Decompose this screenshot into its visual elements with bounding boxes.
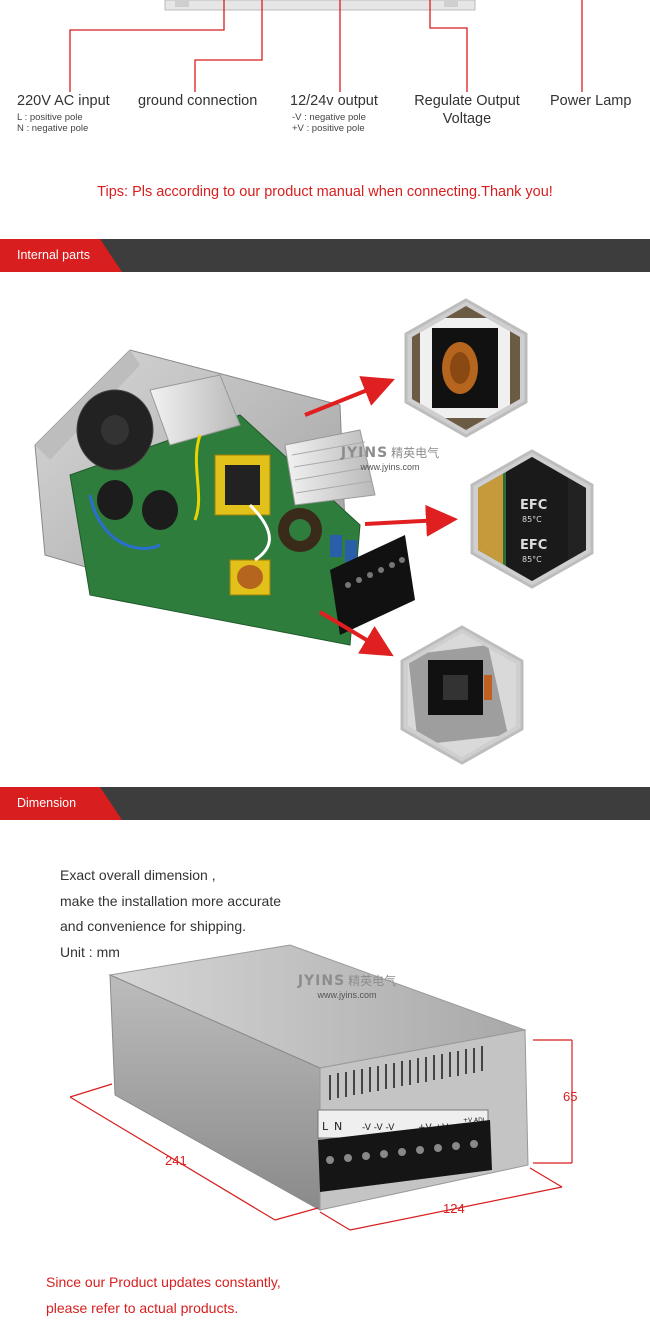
ac-input-l-note: L : positive pole (17, 112, 83, 123)
capacitor-brand-2: EFC (520, 538, 547, 553)
hex-closeup-coil (404, 298, 528, 438)
terminal-adj: +V ADJ (463, 1117, 485, 1124)
brand-name: JYINS (340, 445, 389, 461)
section-title-internal-parts: Internal parts (17, 248, 90, 262)
brand-cn: 精英电气 (391, 446, 440, 460)
brand-url: www.jyins.com (317, 990, 377, 1000)
regulate-label-2: Voltage (442, 111, 492, 127)
dimension-text-line-3: and convenience for shipping. (60, 918, 247, 934)
hex-closeup-terminal (400, 625, 524, 765)
footer-note: Since our Product updates constantly, pl… (46, 1270, 281, 1321)
power-lamp-label: Power Lamp (550, 93, 632, 109)
internal-board-photo (34, 349, 415, 646)
output-plus-note: +V : positive pole (292, 123, 365, 134)
regulate-label-1: Regulate Output (414, 93, 520, 109)
dimension-description: Exact overall dimension , make the insta… (60, 863, 281, 965)
connection-leader-lines (69, 0, 583, 92)
ac-input-label: 220V AC input (17, 93, 110, 109)
terminal-n: N (334, 1120, 342, 1133)
section-bar-dimension: Dimension (0, 787, 650, 820)
capacitor-temp-2: 85°C (522, 555, 542, 564)
hex-closeup-capacitor: EFC 85°C EFC 85°C (470, 449, 594, 589)
brand-name: JYINS (297, 973, 346, 989)
terminal-minus: -V -V -V (362, 1123, 395, 1133)
psu-dimension-drawing: L N -V -V -V +V +V +V +V ADJ (69, 944, 573, 1231)
section-bar-internal-parts: Internal parts (0, 239, 650, 272)
section-tab (0, 239, 122, 272)
capacitor-temp: 85°C (522, 515, 542, 524)
dimension-length: 241 (165, 1153, 187, 1168)
capacitor-brand: EFC (520, 498, 547, 513)
dimension-height: 65 (563, 1089, 578, 1104)
dimension-text-line-4: Unit : mm (60, 943, 120, 960)
section-title-dimension: Dimension (17, 796, 77, 810)
section-tab (0, 787, 122, 820)
output-label: 12/24v output (290, 93, 378, 109)
ground-label: ground connection (138, 93, 258, 109)
footer-line-1: Since our Product updates constantly, (46, 1274, 281, 1290)
connection-tips: Tips: Pls according to our product manua… (97, 184, 553, 200)
footer-line-2: please refer to actual products. (46, 1299, 239, 1316)
brand-cn: 精英电气 (348, 974, 397, 988)
dimension-text-line-2: make the installation more accurate (60, 892, 281, 909)
terminal-l: L (322, 1120, 329, 1133)
dimension-width: 124 (443, 1201, 465, 1216)
brand-url: www.jyins.com (360, 462, 420, 472)
output-minus-note: -V : negative pole (292, 112, 366, 123)
ac-input-n-note: N : negative pole (17, 123, 89, 134)
dimension-text-line-1: Exact overall dimension , (60, 867, 216, 883)
